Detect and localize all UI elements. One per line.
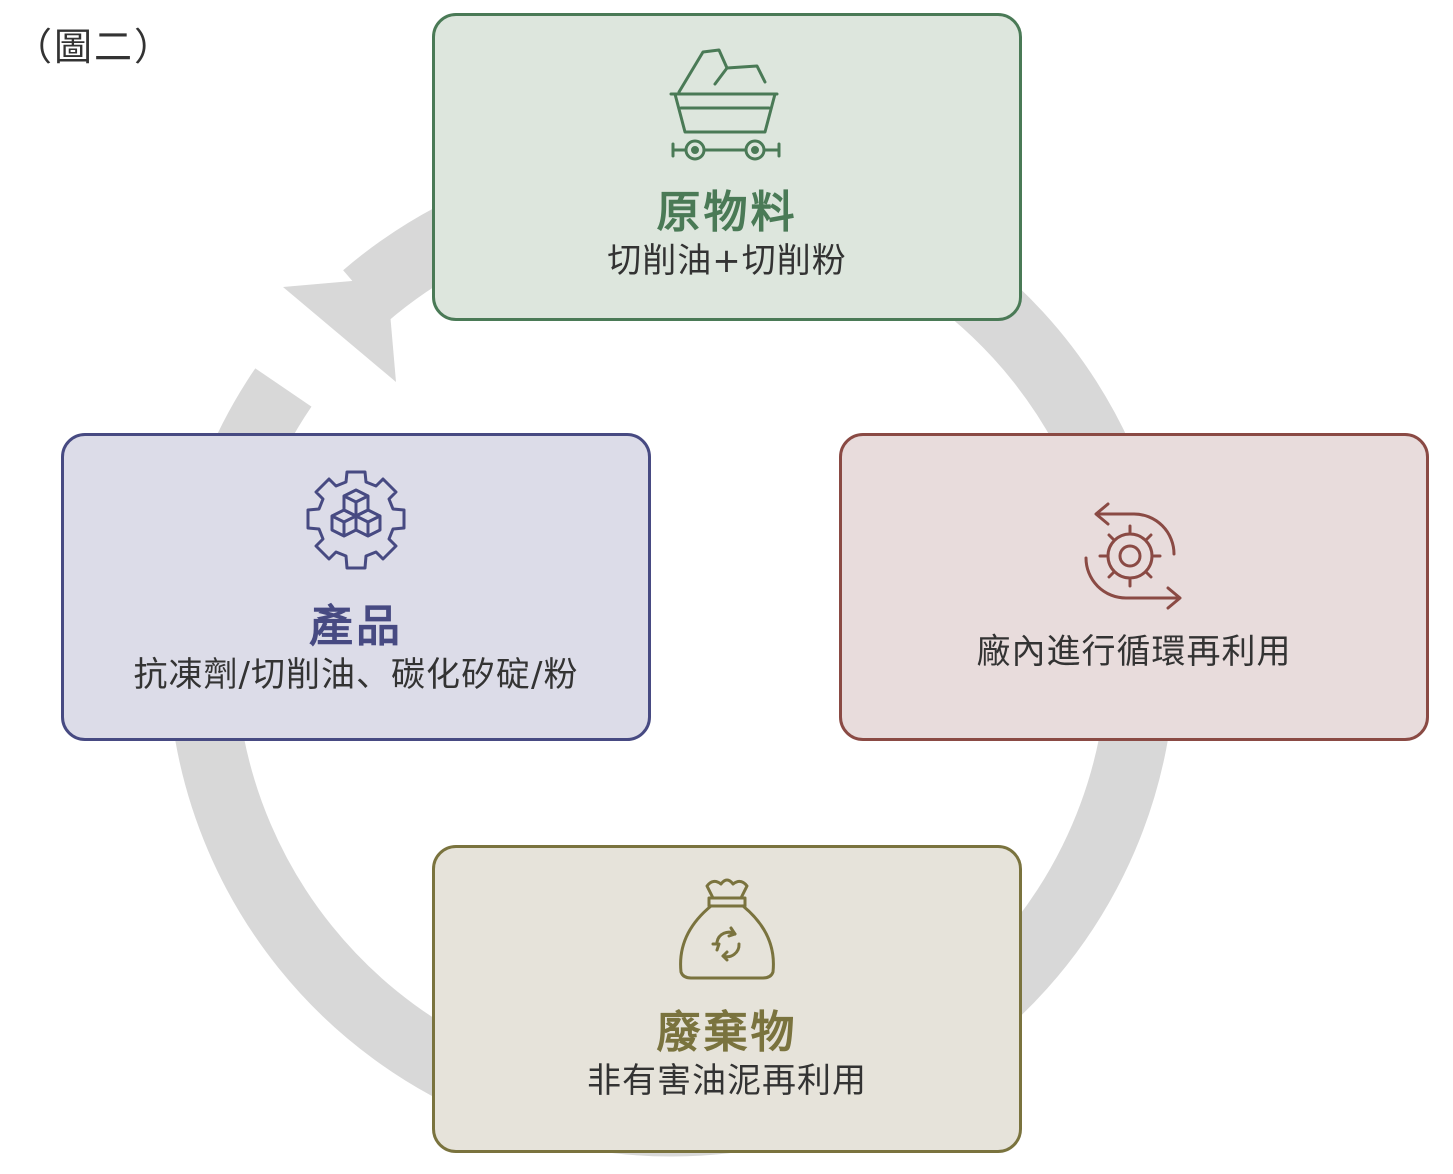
gear-cubes-icon [306, 470, 406, 570]
figure-label: （圖二） [14, 25, 175, 69]
node-title: 產品 [309, 601, 403, 652]
node-waste: 廢棄物 非有害油泥再利用 [432, 845, 1022, 1153]
node-description: 非有害油泥再利用 [587, 1060, 867, 1101]
recycle-bag-icon [679, 878, 775, 980]
node-description: 切削油+切削粉 [607, 240, 847, 281]
node-raw-material: 原物料 切削油+切削粉 [432, 13, 1022, 321]
node-description: 廠內進行循環再利用 [976, 632, 1292, 672]
cycle-arrowhead [283, 278, 396, 382]
recycle-gear-icon [1084, 502, 1182, 610]
node-in-plant-recycle: 廠內進行循環再利用 [839, 433, 1429, 741]
mine-cart-icon [669, 48, 781, 161]
node-product: 產品 抗凍劑/切削油、碳化矽碇/粉 [61, 433, 651, 741]
node-description: 抗凍劑/切削油、碳化矽碇/粉 [133, 654, 579, 695]
node-title: 原物料 [656, 187, 798, 238]
node-title: 廢棄物 [656, 1007, 798, 1058]
